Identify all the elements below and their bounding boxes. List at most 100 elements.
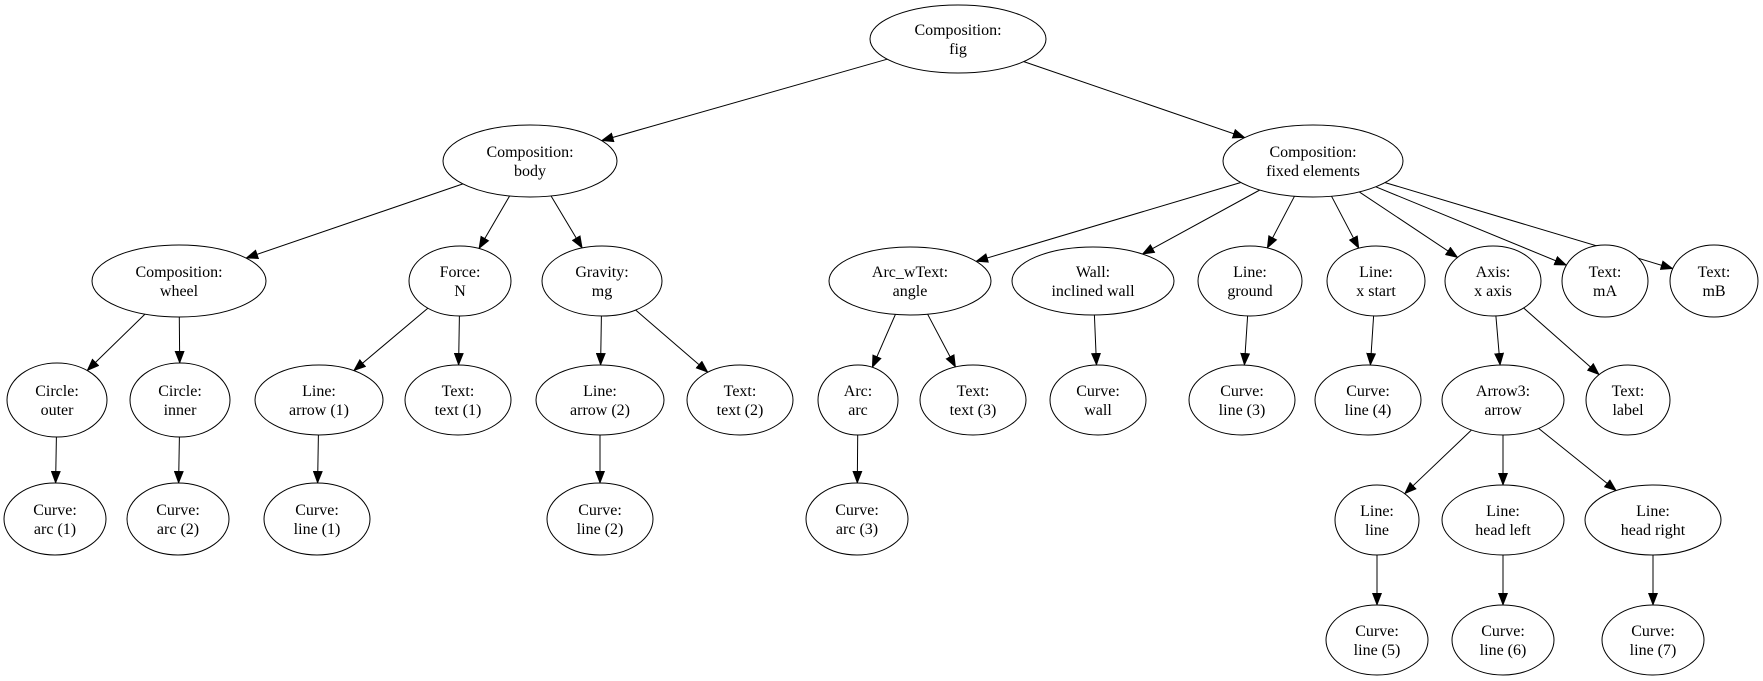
node-wheel: Composition: wheel	[91, 244, 267, 318]
node-ellipse	[1451, 604, 1555, 676]
node-label-line1: Curve:	[295, 502, 339, 519]
node-ellipse	[817, 364, 899, 436]
node-circle-outer: Circle:outer	[6, 362, 108, 438]
edge-fixed-elements-to-text-ma	[1375, 186, 1568, 266]
node-ellipse	[869, 4, 1047, 74]
node-body: Composition:body	[442, 124, 618, 198]
node-ellipse	[1334, 484, 1420, 556]
node-ellipse	[1188, 364, 1296, 436]
node-label-line1: Curve:	[1355, 623, 1399, 640]
node-text-label: Text:label	[1585, 364, 1671, 436]
node-label-line2: label	[1612, 402, 1644, 419]
node-ellipse	[535, 364, 665, 436]
node-label-line1: Text:	[1698, 264, 1731, 281]
node-label-line2: line (4)	[1345, 402, 1392, 419]
node-text-mb: Text:mB	[1669, 244, 1759, 318]
node-curve-line-6: Curve: line (6)	[1451, 604, 1555, 676]
node-ellipse	[1049, 364, 1147, 436]
node-ellipse	[919, 364, 1027, 436]
node-label-line1: Composition:	[135, 264, 222, 281]
node-label-line1: Text:	[724, 383, 757, 400]
node-label-line1: Curve:	[1631, 623, 1675, 640]
node-label-line2: text (1)	[435, 402, 482, 419]
edge-gravity-mg-to-line-arrow-2	[595, 315, 606, 366]
node-fig: Composition:fig	[869, 4, 1047, 74]
edge-arc-wtext-angle-to-arc-arc	[871, 314, 896, 369]
node-label-line1: Arc:	[844, 383, 872, 400]
node-label-line1: Line:	[1636, 503, 1670, 520]
node-ellipse	[1584, 484, 1722, 556]
node-ellipse	[408, 245, 512, 317]
node-label-line1: Curve:	[578, 502, 622, 519]
node-ellipse	[1669, 244, 1759, 318]
node-ellipse	[3, 482, 107, 556]
node-text-ma: Text:mA	[1561, 244, 1649, 318]
node-ellipse	[1326, 245, 1426, 317]
node-label-line2: line (3)	[1219, 402, 1266, 419]
edge-circle-outer-to-curve-arc-1	[50, 436, 61, 484]
node-label-line2: body	[514, 163, 546, 180]
node-line-ground: Line:ground	[1197, 245, 1303, 317]
node-label-line1: Force:	[440, 264, 481, 281]
node-ellipse	[1441, 364, 1565, 436]
edge-fig-to-body	[600, 58, 888, 143]
edge-arc-wtext-angle-to-text-text-3	[927, 313, 956, 368]
node-ellipse	[1561, 244, 1649, 318]
nodes-layer: Composition:figComposition:bodyCompositi…	[3, 4, 1759, 676]
node-ellipse	[1444, 245, 1542, 317]
node-curve-line-4: Curve:line (4)	[1314, 364, 1422, 436]
edge-fixed-elements-to-axis-x-axis	[1359, 191, 1459, 258]
edge-fixed-elements-to-line-ground	[1266, 195, 1295, 249]
node-label-line1: Curve:	[1220, 383, 1264, 400]
edge-line-ground-to-curve-line-3	[1240, 315, 1251, 366]
node-ellipse	[1197, 245, 1303, 317]
node-label-line2: arrow (2)	[570, 402, 630, 419]
node-label-line2: text (2)	[717, 402, 764, 419]
node-ellipse	[1325, 604, 1429, 676]
edge-wheel-to-circle-outer	[86, 313, 146, 372]
node-fixed-elements: Composition:fixed elements	[1222, 124, 1404, 198]
node-arrow3-arrow: Arrow3:arrow	[1441, 364, 1565, 436]
node-label-line1: Circle:	[35, 383, 79, 400]
node-curve-line-3: Curve: line (3)	[1188, 364, 1296, 436]
node-text-text-1: Text:text (1)	[404, 364, 512, 436]
node-ellipse	[263, 482, 371, 556]
node-label-line2: wall	[1084, 402, 1112, 419]
edge-body-to-force-n	[478, 195, 511, 250]
edge-circle-inner-to-curve-arc-2	[173, 436, 184, 484]
edge-line-x-start-to-curve-line-4	[1366, 315, 1377, 366]
node-label-line1: Text:	[957, 383, 990, 400]
node-ellipse	[1585, 364, 1671, 436]
node-curve-line-5: Curve:line (5)	[1325, 604, 1429, 676]
node-label-line1: Line:	[302, 383, 336, 400]
node-axis-x-axis: Axis:x axis	[1444, 245, 1542, 317]
node-label-line1: Curve:	[1481, 623, 1525, 640]
edge-force-n-to-text-text-1	[453, 315, 464, 366]
node-label-line2: N	[454, 283, 466, 300]
node-label-line2: line (6)	[1480, 642, 1527, 659]
node-label-line1: Gravity:	[575, 264, 628, 281]
node-label-line2: inner	[164, 402, 198, 419]
edge-arrow3-arrow-to-line-line	[1403, 429, 1472, 495]
node-text-text-3: Text:text (3)	[919, 364, 1027, 436]
node-circle-inner: Circle:inner	[129, 362, 231, 438]
node-label-line2: line (2)	[577, 521, 624, 538]
node-label-line2: ground	[1227, 283, 1272, 300]
node-ellipse	[828, 246, 992, 316]
node-label-line1: Text:	[1589, 264, 1622, 281]
edge-fig-to-fixed-elements	[1023, 61, 1246, 139]
node-label-line1: Wall:	[1076, 264, 1110, 281]
node-label-line1: Curve:	[33, 502, 77, 519]
node-line-line: Line:line	[1334, 484, 1420, 556]
node-label-line1: Arc_wText:	[872, 264, 948, 281]
node-label-line2: line (7)	[1630, 642, 1677, 659]
node-ellipse	[126, 482, 230, 556]
node-label-line2: wheel	[160, 283, 199, 300]
node-arc-wtext-angle: Arc_wText:angle	[828, 246, 992, 316]
node-ellipse	[442, 124, 618, 198]
node-wall-inclined-wall: Wall:inclined wall	[1011, 246, 1175, 316]
edge-axis-x-axis-to-arrow3-arrow	[1494, 315, 1505, 366]
edge-force-n-to-line-arrow-1	[353, 307, 429, 372]
node-line-arrow-2: Line:arrow (2)	[535, 364, 665, 436]
